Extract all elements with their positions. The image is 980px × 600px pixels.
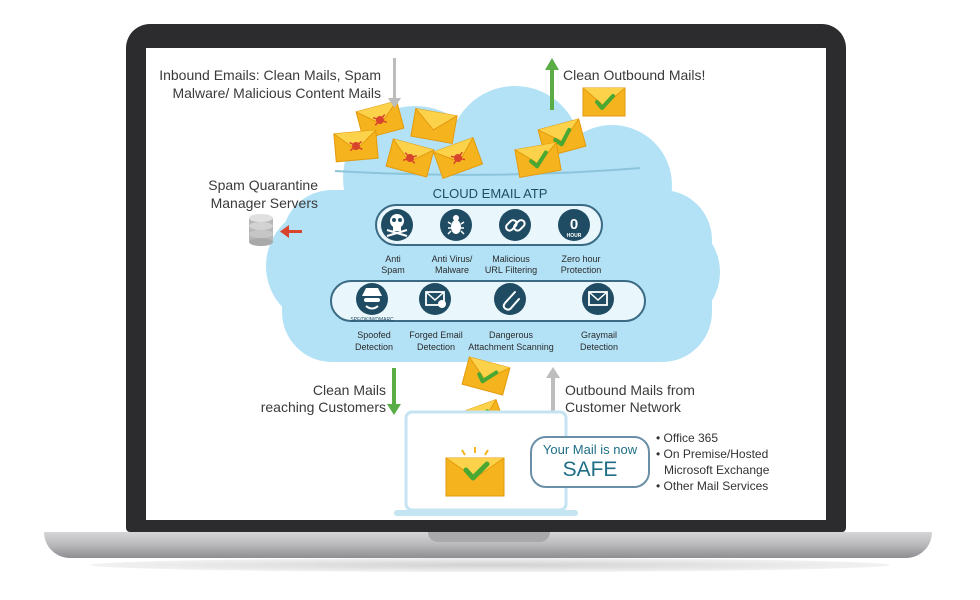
envelope-icon bbox=[582, 283, 614, 315]
feature-caption-forged: Forged Email Detection bbox=[409, 330, 463, 352]
outbound-from-network-arrow bbox=[546, 367, 560, 416]
bubble-line1: Your Mail is now bbox=[542, 442, 638, 457]
feature-caption-anti-virus: Anti Virus/ Malware bbox=[432, 254, 473, 275]
clean-down-arrow bbox=[387, 368, 401, 415]
safe-mail-icon bbox=[445, 447, 505, 497]
clean-outbound-label: Clean Outbound Mails! bbox=[563, 67, 705, 83]
laptop-notch bbox=[428, 532, 550, 542]
svg-text:Zero hour: Zero hour bbox=[561, 254, 600, 264]
inbound-label-line1: Inbound Emails: Clean Mails, Spam bbox=[159, 67, 381, 83]
service-item-continued: Microsoft Exchange bbox=[664, 463, 770, 477]
feature-caption-graymail: Graymail Detection bbox=[580, 330, 618, 352]
svg-text:Anti Virus/: Anti Virus/ bbox=[432, 254, 473, 264]
feature-caption-attachment: Dangerous Attachment Scanning bbox=[468, 330, 554, 352]
paperclip-icon bbox=[494, 283, 526, 315]
clean-reaching-label-line1: Clean Mails bbox=[313, 382, 386, 398]
database-icon bbox=[249, 214, 273, 246]
svg-text:Detection: Detection bbox=[580, 342, 618, 352]
service-item: Other Mail Services bbox=[656, 478, 769, 494]
service-item: On Premise/Hosted bbox=[656, 446, 769, 462]
zero-hour-icon: 0 HOUR bbox=[558, 209, 590, 241]
svg-text:Anti: Anti bbox=[385, 254, 401, 264]
link-icon bbox=[499, 209, 531, 241]
svg-text:Malicious: Malicious bbox=[492, 254, 530, 264]
svg-text:Dangerous: Dangerous bbox=[489, 330, 534, 340]
feature-caption-zero-hour: Zero hour Protection bbox=[561, 254, 602, 275]
feature-caption-spoofed: Spoofed Detection bbox=[355, 330, 393, 352]
mail-services-list: Office 365 On Premise/Hosted Microsoft E… bbox=[656, 430, 770, 494]
svg-text:Malware: Malware bbox=[435, 265, 469, 275]
features-pill-top bbox=[375, 204, 603, 246]
forged-mail-icon bbox=[419, 283, 451, 315]
feature-caption-anti-spam: Anti Spam bbox=[381, 254, 405, 275]
svg-text:Graymail: Graymail bbox=[581, 330, 617, 340]
cloud-title: CLOUD EMAIL ATP bbox=[433, 186, 548, 201]
skull-icon bbox=[381, 209, 413, 241]
svg-text:Attachment Scanning: Attachment Scanning bbox=[468, 342, 554, 352]
outbound-up-arrow bbox=[545, 58, 559, 110]
svg-text:URL Filtering: URL Filtering bbox=[485, 265, 537, 275]
service-item: Office 365 bbox=[656, 430, 769, 446]
bug-icon bbox=[440, 209, 472, 241]
clean-reaching-label-line2: reaching Customers bbox=[261, 399, 386, 415]
spam-quarantine-label-line2: Manager Servers bbox=[211, 195, 318, 211]
spy-icon bbox=[356, 283, 388, 315]
laptop-shadow bbox=[90, 558, 890, 572]
spf-dkim-dmarc-label: SPF/DKIM/DMARC bbox=[350, 317, 394, 323]
bubble-safe-text: SAFE bbox=[562, 458, 618, 481]
svg-text:HOUR: HOUR bbox=[567, 233, 582, 239]
safe-speech-bubble: Your Mail is now SAFE bbox=[530, 436, 650, 488]
svg-text:0: 0 bbox=[570, 216, 578, 233]
svg-text:Spoofed: Spoofed bbox=[357, 330, 391, 340]
svg-text:Spam: Spam bbox=[381, 265, 405, 275]
inbound-arrow bbox=[388, 58, 401, 108]
cloud-divider bbox=[334, 167, 641, 176]
svg-text:Detection: Detection bbox=[355, 342, 393, 352]
svg-text:Detection: Detection bbox=[417, 342, 455, 352]
spam-quarantine-label-line1: Spam Quarantine bbox=[208, 177, 318, 193]
feature-caption-url-filtering: Malicious URL Filtering bbox=[485, 254, 537, 275]
quarantine-arrow bbox=[280, 225, 302, 238]
svg-text:Forged Email: Forged Email bbox=[409, 330, 463, 340]
svg-text:Protection: Protection bbox=[561, 265, 602, 275]
outbound-from-label-line2: Customer Network bbox=[565, 399, 682, 415]
features-pill-bottom bbox=[330, 280, 646, 322]
inbound-label-line2: Malware/ Malicious Content Mails bbox=[172, 85, 381, 101]
outbound-from-label-line1: Outbound Mails from bbox=[565, 382, 695, 398]
